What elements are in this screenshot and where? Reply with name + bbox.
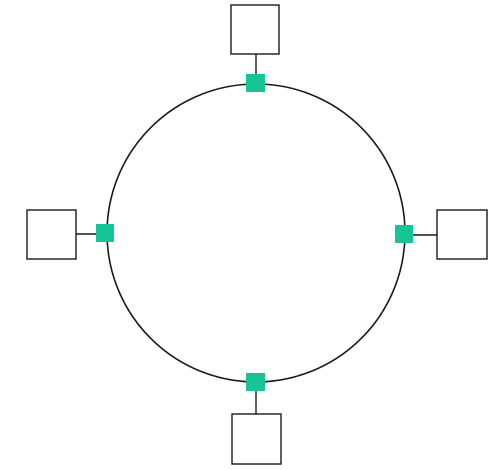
node-box-left[interactable] xyxy=(26,209,77,260)
node-box-bottom[interactable] xyxy=(231,413,282,465)
ring-circle xyxy=(106,83,406,383)
node-box-right[interactable] xyxy=(436,209,488,260)
port-top xyxy=(246,74,265,92)
port-right xyxy=(395,225,413,243)
port-left xyxy=(96,224,114,242)
port-bottom xyxy=(246,373,265,391)
node-box-top[interactable] xyxy=(230,4,280,55)
